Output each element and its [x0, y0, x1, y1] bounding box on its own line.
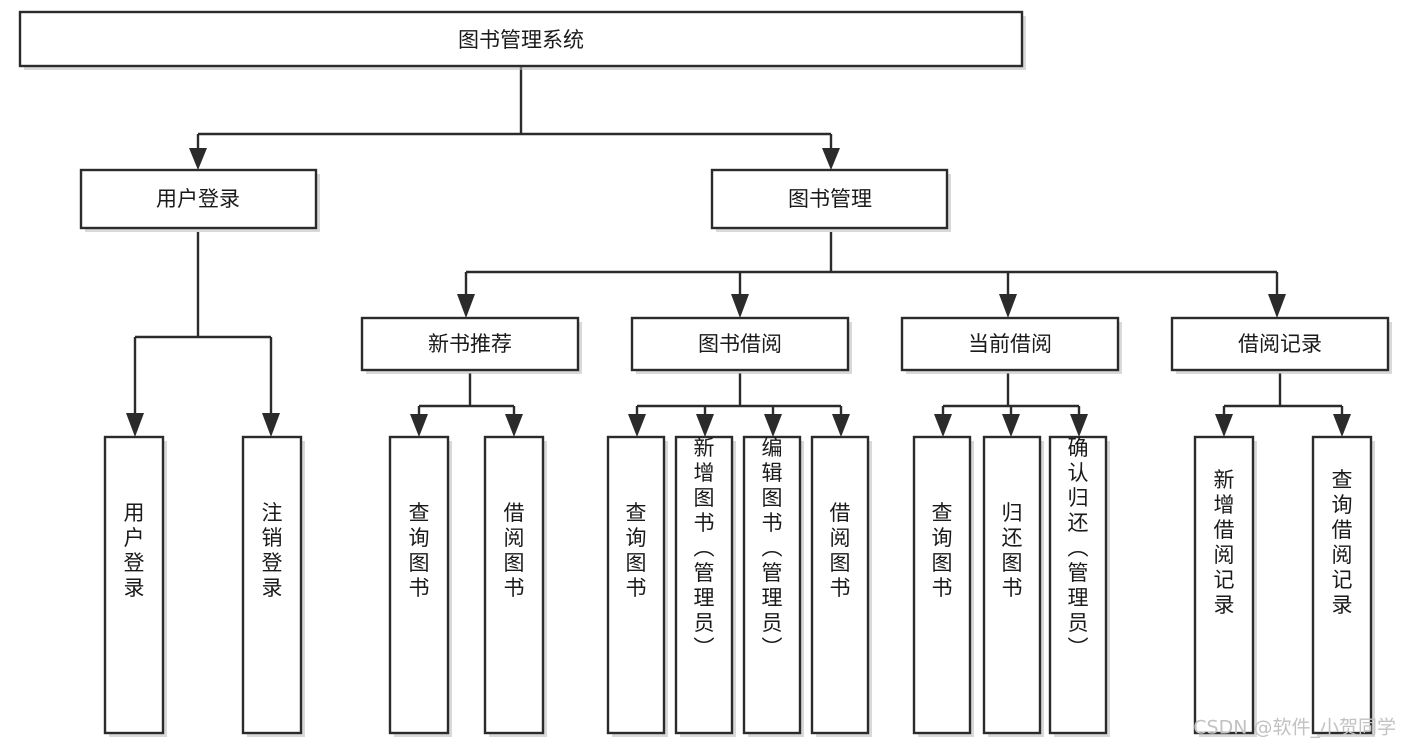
node-leaf-add-record-box[interactable] [1193, 435, 1255, 735]
node-user-login[interactable]: 用户登录 [79, 168, 320, 232]
node-leaf-borrow-book-2[interactable]: 借阅图书 [810, 435, 872, 737]
arrow-head-leaf-borrow-book-1 [505, 414, 523, 437]
arrow-head-new-book-recommend [457, 294, 475, 318]
node-leaf-user-login[interactable]: 用户登录 [103, 435, 167, 737]
node-leaf-user-login-label: 用户登录 [124, 501, 145, 600]
node-new-book-recommend-label: 新书推荐 [428, 332, 512, 356]
node-leaf-edit-book-box[interactable] [742, 435, 802, 735]
node-current-borrow[interactable]: 当前借阅 [900, 316, 1122, 374]
node-leaf-user-logout-label: 注销登录 [262, 501, 283, 600]
node-current-borrow-label: 当前借阅 [968, 332, 1052, 356]
arrow-head-book-borrow [731, 294, 749, 318]
node-leaf-borrow-book-1-box[interactable] [483, 435, 545, 735]
arrow-head-borrow-record [1268, 294, 1286, 318]
node-book-borrow[interactable]: 图书借阅 [630, 316, 852, 374]
node-leaf-query-book-3[interactable]: 查询图书 [912, 435, 974, 737]
node-leaf-query-record-box[interactable] [1311, 435, 1373, 735]
node-leaf-query-book-2[interactable]: 查询图书 [606, 435, 668, 737]
node-book-borrow-label: 图书借阅 [698, 332, 782, 356]
node-leaf-return-book-box[interactable] [982, 435, 1042, 735]
node-leaf-user-logout-box[interactable] [241, 435, 303, 735]
connector-group [126, 66, 1351, 437]
node-root-label: 图书管理系统 [458, 28, 584, 52]
arrow-head-leaf-add-book [696, 414, 714, 437]
node-borrow-record-box[interactable] [1170, 316, 1390, 372]
node-leaf-user-login-box[interactable] [103, 435, 165, 735]
node-book-borrow-box[interactable] [630, 316, 850, 372]
node-leaf-confirm-return[interactable]: 确认归还︵管理员︶ [1048, 435, 1110, 737]
node-leaf-borrow-book-1[interactable]: 借阅图书 [483, 435, 547, 737]
node-leaf-edit-book-label: 编辑图书︵管理员︶ [762, 436, 783, 660]
node-leaf-query-book-2-box[interactable] [606, 435, 666, 735]
node-book-management-box[interactable] [710, 168, 949, 230]
node-new-book-recommend-box[interactable] [360, 316, 580, 372]
node-borrow-record-label: 借阅记录 [1238, 332, 1322, 356]
node-leaf-edit-book[interactable]: 编辑图书︵管理员︶ [742, 435, 804, 737]
node-leaf-add-book[interactable]: 新增图书︵管理员︶ [674, 435, 736, 737]
node-new-book-recommend[interactable]: 新书推荐 [360, 316, 582, 374]
node-leaf-query-record[interactable]: 查询借阅记录 [1311, 435, 1375, 737]
node-leaf-query-book-2-label: 查询图书 [626, 501, 647, 600]
arrow-head-leaf-query-record [1333, 414, 1351, 437]
node-user-login-box[interactable] [79, 168, 318, 230]
node-leaf-query-book-3-label: 查询图书 [932, 501, 953, 600]
node-root[interactable]: 图书管理系统 [18, 10, 1026, 70]
node-leaf-borrow-book-2-label: 借阅图书 [830, 501, 851, 600]
arrow-head-current-borrow [999, 294, 1017, 318]
arrow-head-leaf-add-record [1215, 414, 1233, 437]
node-leaf-query-record-label: 查询借阅记录 [1332, 468, 1353, 617]
node-leaf-add-record-label: 新增借阅记录 [1214, 468, 1235, 617]
node-leaf-query-book-3-box[interactable] [912, 435, 972, 735]
node-leaf-return-book[interactable]: 归还图书 [982, 435, 1044, 737]
node-book-management[interactable]: 图书管理 [710, 168, 951, 232]
node-leaf-borrow-book-1-label: 借阅图书 [504, 501, 525, 600]
node-leaf-confirm-return-label: 确认归还︵管理员︶ [1068, 436, 1089, 660]
arrow-head-leaf-return-book [1002, 414, 1020, 437]
node-leaf-query-book-1[interactable]: 查询图书 [388, 435, 452, 737]
arrow-head-leaf-query-book-3 [934, 414, 952, 437]
arrow-head-leaf-user-logout [262, 413, 280, 437]
node-leaf-add-book-box[interactable] [674, 435, 734, 735]
node-leaf-query-book-1-box[interactable] [388, 435, 450, 735]
arrow-head-leaf-query-book-1 [410, 414, 428, 437]
arrow-head-leaf-edit-book [764, 414, 782, 437]
arrow-head-leaf-borrow-book-2 [832, 414, 850, 437]
arrow-head-leaf-user-login [126, 413, 144, 437]
node-current-borrow-box[interactable] [900, 316, 1120, 372]
arrow-head-leaf-query-book-2 [628, 414, 646, 437]
node-leaf-confirm-return-box[interactable] [1048, 435, 1108, 735]
node-borrow-record[interactable]: 借阅记录 [1170, 316, 1392, 374]
node-leaf-add-book-label: 新增图书︵管理员︶ [694, 436, 715, 660]
node-leaf-borrow-book-2-box[interactable] [810, 435, 870, 735]
arrow-head-book-management [822, 148, 840, 170]
csdn-watermark: CSDN @软件_小贺同学 [1193, 717, 1396, 739]
node-user-login-label: 用户登录 [156, 187, 240, 211]
node-leaf-return-book-label: 归还图书 [1002, 501, 1023, 600]
arrow-head-user-login [189, 148, 207, 170]
arrow-head-leaf-confirm-return [1070, 414, 1088, 437]
node-root-box[interactable] [18, 10, 1024, 68]
node-book-management-label: 图书管理 [788, 187, 872, 211]
node-leaf-add-record[interactable]: 新增借阅记录 [1193, 435, 1257, 737]
node-leaf-query-book-1-label: 查询图书 [409, 501, 430, 600]
node-leaf-user-logout[interactable]: 注销登录 [241, 435, 305, 737]
